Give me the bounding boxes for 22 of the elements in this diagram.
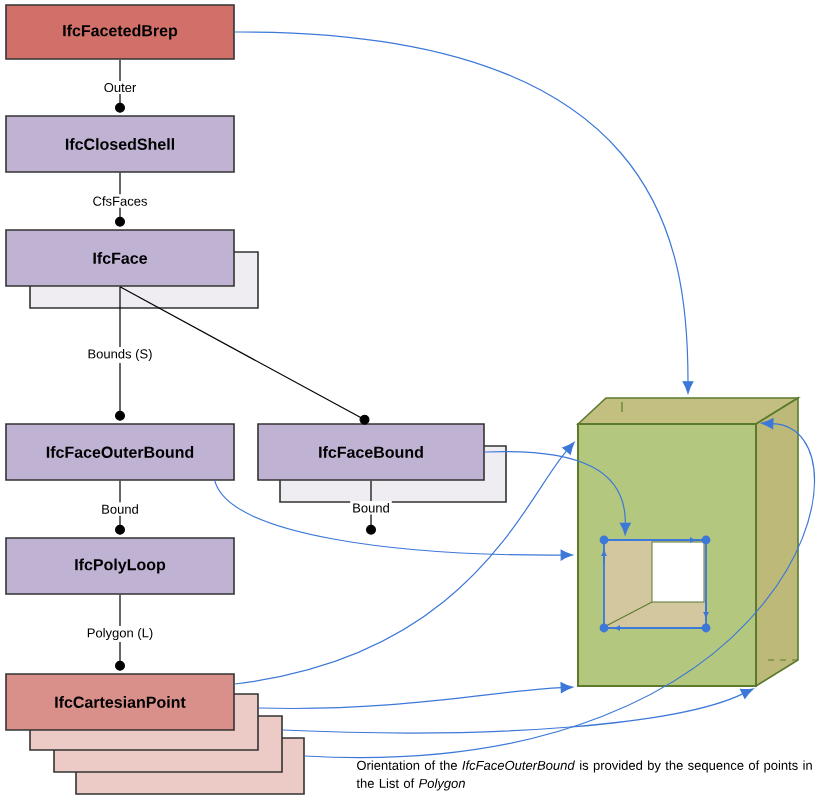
hole-drawing	[599, 535, 711, 633]
connector	[119, 286, 370, 425]
connector	[484, 450, 631, 536]
connector	[234, 441, 575, 685]
class-box: IfcClosedShell	[5, 115, 235, 173]
connector	[115, 286, 125, 421]
node-label: IfcCartesianPoint	[55, 696, 186, 708]
connector	[234, 31, 694, 394]
connector	[115, 480, 125, 535]
connector	[115, 594, 125, 671]
connector	[304, 418, 816, 757]
connector	[282, 688, 754, 734]
class-box: IfcCartesianPoint	[5, 673, 305, 795]
class-box: IfcPolyLoop	[5, 537, 235, 595]
class-box: IfcFacetedBrep	[5, 4, 235, 60]
connector	[258, 682, 573, 710]
connector	[115, 59, 125, 113]
class-box: IfcFaceOuterBound	[5, 423, 235, 481]
connector	[214, 480, 573, 561]
class-box: IfcFace	[5, 229, 259, 309]
class-box: IfcFaceBound	[257, 423, 507, 503]
connector	[366, 480, 376, 535]
